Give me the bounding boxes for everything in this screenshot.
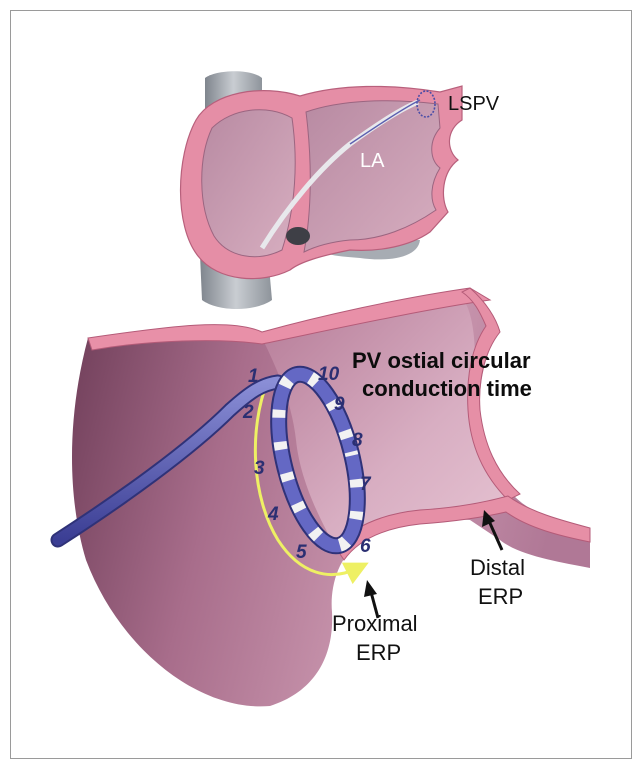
right-atrium-chamber (202, 110, 295, 257)
distal-erp-label: ERP (478, 584, 523, 609)
electrode-1: 1 (248, 366, 259, 387)
electrode-7: 7 (360, 474, 372, 495)
distal-label: Distal (470, 555, 525, 580)
figure-title-line-1: PV ostial circular (352, 348, 531, 373)
lspv-label: LSPV (448, 93, 500, 115)
proximal-arrow-head (364, 580, 377, 597)
electrode-6: 6 (360, 536, 371, 557)
electrode-4: 4 (267, 504, 279, 525)
vein-orifice (286, 227, 310, 245)
proximal-label: Proximal (332, 611, 418, 636)
electrode-5: 5 (296, 542, 307, 563)
electrode-8: 8 (352, 430, 363, 451)
electrode-3: 3 (254, 458, 265, 479)
la-label: LA (360, 150, 385, 172)
electrode-10: 10 (318, 364, 340, 385)
figure-title-line-2: conduction time (362, 376, 532, 401)
proximal-erp-label: ERP (356, 640, 401, 665)
left-atrium-illustration: LSPV LA (181, 71, 500, 309)
electrode-2: 2 (242, 402, 254, 423)
electrode-9: 9 (334, 394, 345, 415)
